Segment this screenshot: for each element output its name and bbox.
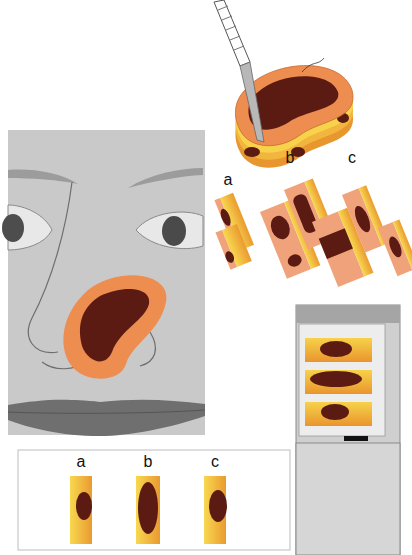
slice-letter: b [286,149,295,167]
slice-letter: a [77,453,86,471]
slide-panel [296,305,400,555]
specimen [235,58,353,168]
face [2,130,205,436]
lesion [63,275,166,379]
slice-letter: c [348,149,356,167]
map-panel [18,450,290,550]
scalpel [214,0,264,142]
slice-letter: a [224,171,233,189]
slice-letter: b [144,453,153,471]
slice-letter: c [211,453,219,471]
slices [214,178,412,287]
